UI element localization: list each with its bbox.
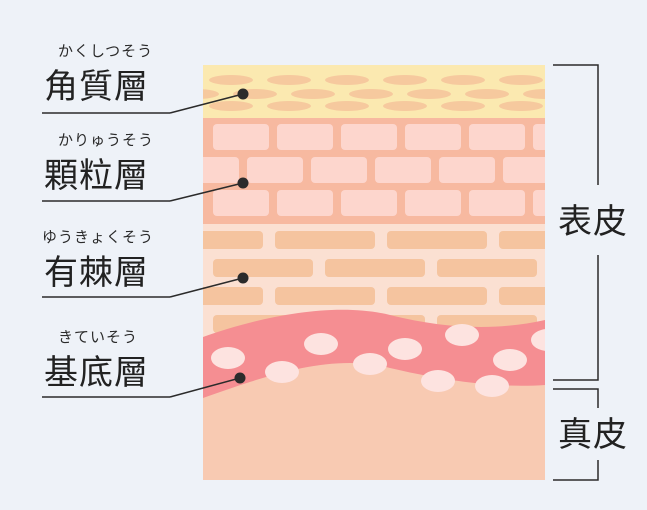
basale-cell — [388, 338, 422, 360]
spinosum-reading: ゆうきょくそう — [42, 228, 155, 246]
basale-cell — [304, 333, 338, 355]
corneum-cell — [267, 101, 311, 111]
dermis-bracket-top — [553, 388, 599, 408]
leader-line-basale-diag — [169, 377, 241, 398]
basale-reading: きていそう — [58, 328, 139, 346]
granulosum-cell — [341, 124, 397, 150]
granulosum-cell — [213, 190, 269, 216]
corneum-cell — [383, 75, 427, 85]
corneum-cell — [407, 89, 451, 99]
basale-cell — [475, 375, 509, 397]
basale-cell — [493, 349, 527, 371]
granulosum-cell — [311, 157, 367, 183]
spinosum-cell — [387, 287, 487, 305]
corneum-cell — [325, 101, 369, 111]
granulosum-cell — [469, 190, 525, 216]
granulosum-cell — [277, 190, 333, 216]
spinosum-label: 有棘層 — [44, 253, 149, 293]
granulosum-cell — [533, 124, 545, 150]
epidermis-bracket-bottom — [553, 255, 599, 381]
spinosum-cell — [325, 259, 425, 277]
leader-line-granulosum-diag — [169, 182, 244, 202]
granulosum-cell — [213, 124, 269, 150]
basale-cell — [531, 329, 545, 351]
spinosum-cell — [437, 259, 537, 277]
corneum-cell — [349, 89, 393, 99]
granulosum-cell — [439, 157, 495, 183]
granulosum-label: 顆粒層 — [44, 156, 149, 196]
leader-dot-basale — [234, 372, 246, 384]
region-brackets — [553, 64, 599, 481]
corneum-reading: かくしつそう — [58, 42, 154, 60]
leader-dot-corneum — [237, 88, 249, 100]
granulosum-cell — [341, 190, 397, 216]
leader-dot-granulosum — [237, 177, 249, 189]
granulosum-cell — [533, 190, 545, 216]
dermis-bracket-bottom — [553, 460, 599, 481]
corneum-cell — [267, 75, 311, 85]
spinosum-cell — [499, 231, 545, 249]
corneum-cell — [325, 75, 369, 85]
granulosum-reading: かりゅうそう — [58, 131, 155, 149]
granulosum-cell — [375, 157, 431, 183]
epidermis-bracket-top — [553, 64, 599, 185]
spinosum-cell — [213, 259, 313, 277]
corneum-cell — [291, 89, 335, 99]
dermis-label: 真皮 — [558, 415, 628, 455]
basale-cell — [353, 353, 387, 375]
corneum-cell — [203, 89, 219, 99]
corneum-cell — [499, 101, 543, 111]
spinosum-cell — [203, 287, 263, 305]
granulosum-cell — [405, 124, 461, 150]
leader-line-spinosum-diag — [169, 277, 244, 298]
corneum-cell — [383, 101, 427, 111]
granulosum-cell — [203, 157, 239, 183]
basale-label: 基底層 — [44, 353, 149, 393]
granulosum-cells — [203, 124, 545, 216]
leader-lines — [42, 88, 249, 398]
corneum-cell — [441, 75, 485, 85]
corneum-cell — [209, 75, 253, 85]
basale-cell — [445, 324, 479, 346]
epidermis-label: 表皮 — [558, 202, 628, 242]
corneum-cell — [209, 101, 253, 111]
granulosum-cell — [469, 124, 525, 150]
spinosum-cell — [203, 231, 263, 249]
corneum-label: 角質層 — [44, 67, 149, 107]
basale-cell — [211, 347, 245, 369]
leader-dot-spinosum — [237, 272, 249, 284]
granulosum-cell — [277, 124, 333, 150]
spinosum-cell — [275, 231, 375, 249]
granulosum-cell — [247, 157, 303, 183]
basale-cell — [265, 361, 299, 383]
granulosum-cell — [503, 157, 545, 183]
spinosum-cell — [275, 287, 375, 305]
corneum-cell — [499, 75, 543, 85]
basale-cell — [421, 370, 455, 392]
corneum-cell — [465, 89, 509, 99]
corneum-cell — [441, 101, 485, 111]
corneum-cells — [151, 75, 545, 111]
basale-cells — [211, 324, 545, 397]
granulosum-cell — [405, 190, 461, 216]
corneum-cell — [151, 75, 195, 85]
corneum-cell — [523, 89, 545, 99]
leader-line-corneum-diag — [169, 93, 244, 114]
spinosum-cell — [387, 231, 487, 249]
spinosum-cell — [499, 287, 545, 305]
corneum-cell — [151, 101, 195, 111]
